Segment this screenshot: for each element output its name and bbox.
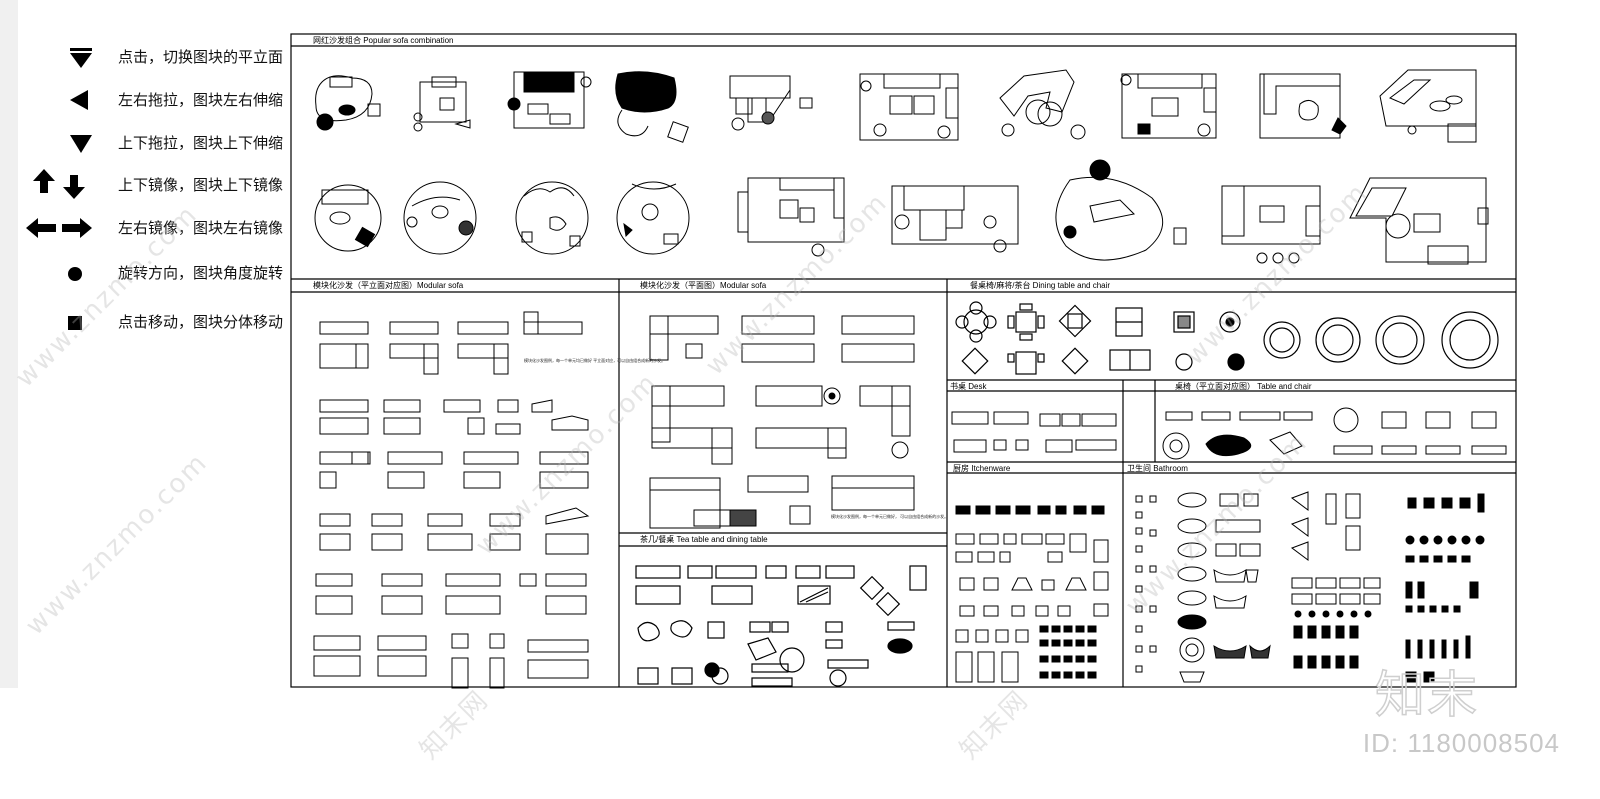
sofa-combo-10 (1379, 69, 1477, 143)
sofa-combo-6 (859, 73, 959, 141)
arrows-left-right-icon (26, 218, 92, 238)
sofa-combo-19 (1349, 177, 1489, 265)
sofa-combo-5 (729, 75, 813, 131)
sofa-combo-11 (314, 184, 382, 252)
sofa-combo-7 (999, 69, 1086, 140)
section-title-bathroom: 卫生间 Bathroom (1127, 463, 1188, 473)
sofa-combo-8 (1120, 73, 1217, 139)
dining-blocks (955, 301, 1499, 375)
modular-row-5 (315, 573, 587, 615)
legend-text: 上下镜像，图块上下镜像 (118, 176, 284, 194)
section-title-kitchen: 厨房 Itchenware (953, 463, 1011, 473)
asset-id: ID: 1180008504 (1362, 728, 1560, 758)
kitchen-blocks (955, 505, 1109, 683)
kitchen-utensils (1039, 625, 1097, 679)
section-title-modular-sofa-plan: 模块化沙发（平面图）Modular sofa (640, 280, 767, 290)
legend-text: 点击移动，图块分体移动 (118, 313, 284, 331)
legend-item-stretch-v: 上下拖拉，图块上下伸缩 (24, 129, 283, 157)
section-title-sofa-combination: 网红沙发组合 Popular sofa combination (313, 35, 454, 45)
modular-row-1 (319, 311, 583, 375)
legend-item-rotate: 旋转方向，图块角度旋转 (24, 259, 283, 287)
dining-row-1 (955, 301, 1499, 369)
bathroom-blocks (1135, 491, 1485, 683)
section-title-desk: 书桌 Desk (950, 381, 987, 391)
arrows-up-down-icon (33, 169, 85, 199)
sofa-combo-9 (1259, 73, 1347, 139)
section-title-tea-table: 茶几/餐桌 Tea table and dining table (640, 534, 768, 544)
left-margin-strip (0, 0, 18, 688)
sofa-combo-17 (1055, 159, 1187, 261)
sofa-combo-15 (737, 177, 845, 257)
sofa-combo-18 (1221, 185, 1321, 264)
legend-item-mirror-v: 上下镜像，图块上下镜像 (24, 169, 283, 199)
desk-blocks (951, 407, 1507, 460)
section-title-modular-sofa: 模块化沙发（平立面对应图）Modular sofa (313, 280, 464, 290)
modular-sofa-blocks (313, 311, 590, 689)
outer-frame (290, 33, 1517, 688)
triangle-down-icon (70, 135, 92, 153)
legend-text: 旋转方向，图块角度旋转 (118, 264, 284, 282)
brand-logo-text: 知末 (1374, 665, 1479, 725)
modular-row-4 (319, 507, 590, 555)
square-icon (68, 316, 82, 330)
sheet-frames (290, 33, 1517, 688)
modular-row-6 (313, 633, 589, 689)
kitchen-appliance-row (955, 505, 1105, 515)
sofa-combo-13 (515, 181, 589, 255)
sofa-combo-14 (616, 181, 690, 255)
section-title-table-chair: 桌椅（平立面对应图） Table and chair (1175, 381, 1312, 391)
dining-row-2 (961, 347, 1245, 375)
legend-item-mirror-h: 左右镜像，图块左右镜像 (24, 214, 283, 242)
triangle-down-bar-icon (70, 48, 92, 68)
bathroom-faucets (1135, 495, 1157, 673)
section-title-dining: 餐桌椅/麻将/茶台 Dining table and chair (970, 280, 1110, 290)
sofa-combo-1 (315, 75, 381, 131)
legend-item-toggle: 点击，切换图块的平立面 (24, 43, 283, 71)
legend-text: 左右拖拉，图块左右伸缩 (118, 91, 284, 109)
circle-icon (68, 267, 82, 281)
sofa-combo-2 (413, 76, 471, 132)
tea-table-blocks (635, 565, 927, 687)
bathroom-fixtures-right (1405, 493, 1485, 683)
triangle-left-icon (70, 90, 88, 110)
bathroom-toilets (1293, 610, 1372, 669)
legend-text: 上下拖拉，图块上下伸缩 (118, 134, 284, 152)
sofa-combo-3 (507, 71, 592, 129)
modular-row-2 (319, 399, 589, 435)
modular-sofa-plan-blocks (649, 315, 915, 529)
legend-item-stretch-h: 左右拖拉，图块左右伸缩 (24, 86, 283, 114)
legend-item-move: 点击移动，图块分体移动 (24, 308, 283, 336)
modular-note: 模块化沙发图例，每一个单元均已做好 平立面对应，可以自由组合成新的沙发。 (524, 357, 665, 363)
sofa-combo-16 (891, 185, 1019, 253)
legend-text: 点击，切换图块的平立面 (118, 48, 284, 66)
sofa-combo-12 (403, 181, 477, 255)
brand-logo: 知末 (1374, 655, 1505, 725)
legend-text: 左右镜像，图块左右镜像 (118, 219, 284, 237)
modular-row-3 (319, 451, 589, 489)
sofa-combo-4 (615, 71, 689, 143)
plan-note: 模块化沙发图例，每一个单元已做好， 可以自由组合成新的沙发。 (831, 513, 948, 519)
sofa-combination-blocks (314, 69, 1489, 265)
